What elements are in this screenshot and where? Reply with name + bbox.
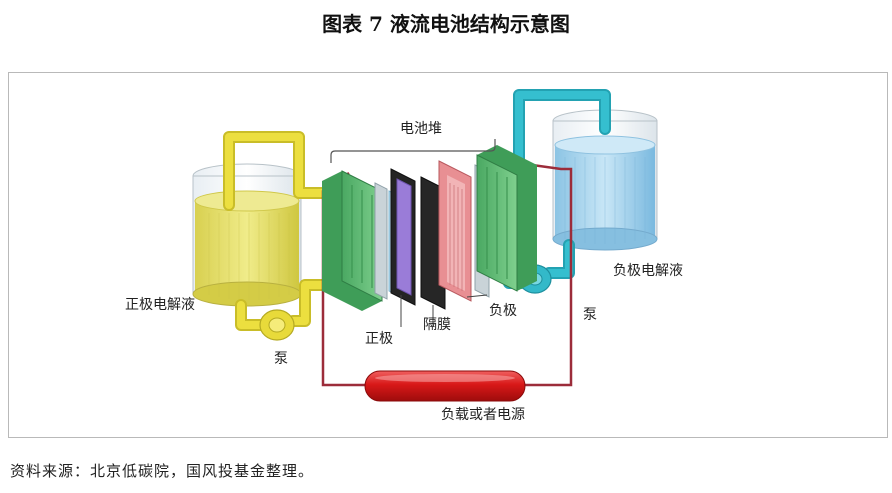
negative-electrode: [438, 160, 472, 302]
diagram-frame: 电池堆 正极电解液 负极电解液 泵 泵 正极 隔膜 负极 负载或者电源: [8, 72, 888, 438]
battery-stack: [322, 145, 537, 311]
negative-electrolyte-label: 负极电解液: [613, 263, 683, 279]
negative-electrode-label: 负极: [489, 303, 517, 319]
end-plate-right: [476, 145, 537, 292]
figure-title: 图表 7 液流电池结构示意图: [322, 12, 570, 36]
positive-electrode-label: 正极: [365, 331, 393, 347]
membrane-label: 隔膜: [423, 317, 451, 333]
flow-battery-diagram: 电池堆 正极电解液 负极电解液 泵 泵 正极 隔膜 负极 负载或者电源: [125, 89, 683, 423]
positive-electrolyte-tank: [192, 163, 302, 307]
stack-label: 电池堆: [400, 121, 442, 137]
end-plate-left: [322, 170, 383, 311]
load-or-power-source: [364, 370, 526, 402]
leader-lines: [400, 294, 488, 327]
positive-electrode: [390, 168, 416, 306]
source-note: 资料来源：北京低碳院，国风投基金整理。: [10, 462, 315, 480]
pump-right-label: 泵: [583, 307, 597, 323]
load-label: 负载或者电源: [441, 407, 525, 423]
pump-left-label: 泵: [274, 351, 288, 367]
positive-electrolyte-label: 正极电解液: [125, 297, 195, 313]
pump-left: [259, 309, 295, 341]
stack-bracket: [330, 139, 496, 163]
